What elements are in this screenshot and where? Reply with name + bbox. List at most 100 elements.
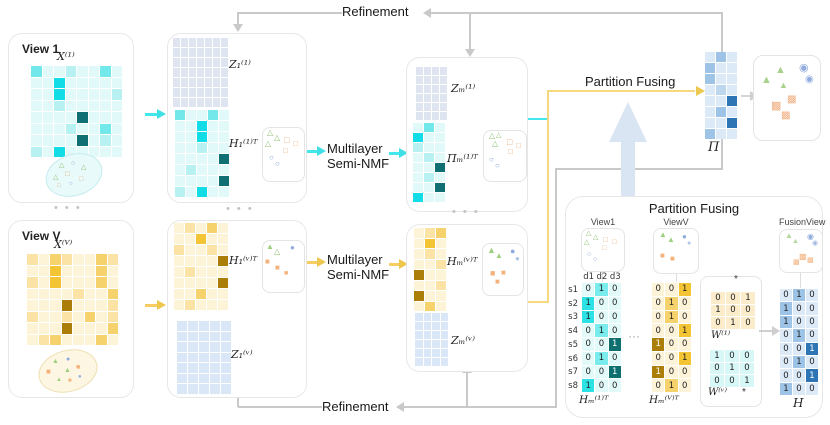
header-label: s7: [568, 367, 578, 378]
cluster-glyph-icon: △: [53, 174, 59, 181]
cluster-glyph-icon: ◉: [799, 62, 809, 74]
cluster-glyph-icon: △: [81, 164, 87, 171]
cluster-glyph-icon: ●: [290, 243, 295, 252]
refinement-branch-line: [469, 12, 471, 49]
refinement-bottom-line: [238, 406, 322, 408]
header-label: s1: [568, 284, 578, 295]
header-label: s6: [568, 353, 578, 364]
cluster-glyph-icon: △: [265, 139, 272, 148]
h-final-label: H: [793, 396, 804, 410]
partition-fusing-arrow-icon: [696, 86, 705, 96]
header-label: s2: [568, 298, 578, 309]
partition-fusing-title: Partition Fusing: [648, 201, 740, 216]
refinement-bottom-line: [404, 406, 557, 408]
cluster-glyph-icon: ▲: [266, 242, 274, 251]
cluster-glyph-icon: △: [267, 128, 274, 137]
cluster-glyph-icon: ■: [76, 364, 81, 371]
cluster-glyph-icon: ○: [71, 160, 76, 167]
pf-view1-label: View1: [590, 217, 616, 227]
cluster-glyph-icon: □: [65, 169, 70, 178]
cluster-glyph-icon: ●: [78, 374, 82, 380]
cluster-glyph-icon: △: [584, 239, 590, 246]
cluster-glyph-icon: ■: [660, 251, 665, 260]
w-to-h-arrow-icon: [772, 326, 780, 336]
wv-label: W⁽ᵛ⁾: [708, 387, 727, 398]
big-up-arrow-head-icon: [609, 102, 647, 142]
header-label: s3: [568, 312, 578, 323]
cluster-glyph-icon: ●: [66, 356, 71, 363]
hm-Vt-label: Hₘ⁽ⱽ⁾ᵀ: [649, 394, 679, 406]
refinement-down-line: [555, 168, 557, 407]
refinement-mid-line: [556, 168, 723, 170]
z1-1-label: Z₁⁽¹⁾: [229, 58, 251, 71]
header-label: d2: [596, 272, 608, 282]
pf-connector: [800, 273, 801, 288]
cluster-glyph-icon: △: [274, 133, 281, 142]
header-label: s4: [568, 326, 578, 337]
xv-matrix: [27, 254, 118, 345]
refinement-left-arrow-icon: [396, 402, 404, 412]
pf-cdots: ···: [628, 329, 640, 343]
h1-1-label: H₁⁽¹⁾ᵀ: [229, 137, 258, 150]
cluster-glyph-icon: △: [496, 132, 502, 139]
cluster-glyph-icon: ●: [682, 232, 687, 241]
cluster-shapes: △△△□□□○○: [483, 130, 527, 182]
cluster-glyph-icon: □: [508, 147, 513, 156]
viewv-arrow: [145, 304, 157, 307]
hm-v-matrix: [414, 228, 446, 311]
refinement-label-bottom: Refinement: [322, 399, 389, 414]
refinement-down-arrow-icon: [465, 49, 475, 57]
refinement-down-arrow-icon: [233, 24, 243, 32]
cluster-mini-box: [483, 130, 527, 182]
cluster-glyph-icon: □: [57, 183, 61, 189]
header-label: s5: [568, 339, 578, 350]
z1-v-matrix: [177, 321, 231, 394]
cluster-glyph-icon: ■: [275, 263, 280, 272]
pf-fusionview-label: FusionView: [779, 217, 826, 227]
seminmf-in-arrow-icon: [317, 146, 326, 156]
hm-v-label: Hₘ⁽ᵛ⁾ᵀ: [447, 255, 478, 268]
pi-matrix: [705, 52, 737, 139]
pf-connector: [676, 274, 677, 282]
cluster-glyph-icon: ◉: [805, 74, 814, 85]
pf-fusionview-cluster-box: [779, 229, 823, 273]
w1-star: *: [734, 274, 738, 285]
view1-title: View 1: [22, 42, 60, 56]
cluster-glyph-icon: ◉: [807, 232, 814, 241]
cluster-glyph-icon: □: [284, 135, 290, 145]
refinement-top-line: [431, 12, 723, 14]
cluster-glyph-icon: □: [283, 146, 288, 155]
final-cluster-shapes: ▲▲▲◉◉▩▩▩: [753, 55, 821, 141]
cluster-glyph-icon: ▲: [56, 377, 62, 383]
cluster-glyph-icon: ○: [489, 155, 494, 164]
x1-label: X⁽¹⁾: [57, 50, 75, 63]
cluster-glyph-icon: ▲: [64, 367, 71, 374]
cluster-glyph-icon: ○: [275, 159, 280, 168]
viewv-arrow-icon: [157, 300, 166, 310]
cluster-glyph-icon: ■: [284, 270, 289, 277]
wv-star: *: [742, 387, 746, 398]
cluster-glyph-icon: □: [79, 176, 84, 183]
view1-sample-shapes: △○△□△□○□: [45, 154, 103, 196]
cluster-glyph-icon: ▲: [487, 245, 496, 255]
pf-connector: [602, 272, 603, 282]
cluster-glyph-icon: △: [586, 230, 592, 237]
cluster-glyph-icon: ○: [587, 251, 592, 258]
header-label: d1: [583, 272, 595, 282]
cluster-glyph-icon: ◉: [812, 240, 819, 247]
cluster-glyph-icon: △: [59, 162, 65, 169]
cluster-glyph-icon: ▲: [495, 251, 503, 260]
cluster-glyph-icon: △: [489, 131, 496, 140]
seminmf-out-arrow-icon: [399, 259, 408, 269]
cluster-mini-box: [262, 240, 305, 293]
viewv-title: View V: [22, 229, 61, 243]
multilayer-seminmf-label-bottom: Multilayer Semi-NMF: [327, 252, 389, 282]
seminmf-out-arrow: [389, 263, 399, 266]
refinement-branch-line: [237, 12, 239, 24]
